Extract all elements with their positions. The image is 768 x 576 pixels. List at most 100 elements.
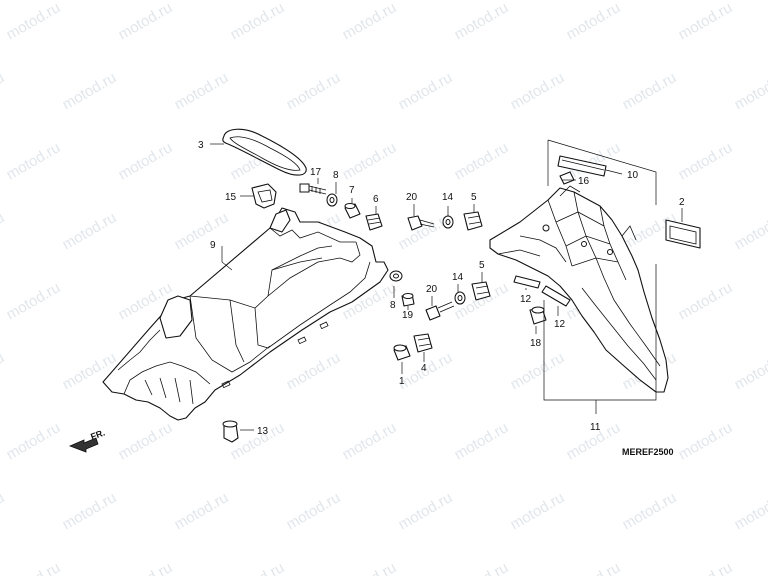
bolt-part-13	[222, 420, 239, 443]
watermark-text: motod.ru	[340, 139, 400, 183]
callout-16: 16	[578, 176, 590, 187]
callout-4: 4	[421, 363, 427, 374]
watermark-text: motod.ru	[340, 559, 400, 576]
front-direction-arrow	[68, 437, 99, 453]
callout-5-top: 5	[471, 192, 477, 203]
grommet-part-5-top	[463, 211, 483, 231]
bolt-part-20-top	[407, 215, 435, 231]
watermark-text: motod.ru	[620, 69, 680, 113]
watermark-text: motod.ru	[284, 69, 344, 113]
watermark-text: motod.ru	[0, 489, 7, 533]
watermark-text: motod.ru	[732, 349, 768, 393]
callout-7: 7	[349, 185, 355, 196]
watermark-text: motod.ru	[4, 0, 64, 43]
watermark-text: motod.ru	[4, 559, 64, 576]
watermark-text: motod.ru	[508, 69, 568, 113]
watermark-text: motod.ru	[508, 349, 568, 393]
rubber-band-part-3	[222, 128, 307, 176]
callout-17: 17	[310, 167, 322, 178]
watermark-text: motod.ru	[452, 139, 512, 183]
inner-fender-part-9	[102, 207, 389, 421]
watermark-text: motod.ru	[508, 489, 568, 533]
watermark-text: motod.ru	[340, 419, 400, 463]
nut-part-19	[401, 293, 415, 307]
reflector-bar-part-10	[557, 155, 607, 177]
callout-6: 6	[373, 194, 379, 205]
washer-part-8-mid	[389, 270, 403, 282]
watermark-text: motod.ru	[60, 489, 120, 533]
watermark-text: motod.ru	[284, 349, 344, 393]
callout-8-mid: 8	[390, 300, 396, 311]
watermark-text: motod.ru	[676, 419, 736, 463]
watermark-text: motod.ru	[60, 209, 120, 253]
callout-10: 10	[627, 170, 639, 181]
bolt-part-1	[393, 344, 411, 361]
watermark-text: motod.ru	[452, 0, 512, 43]
callout-18: 18	[530, 338, 542, 349]
watermark-text: motod.ru	[284, 489, 344, 533]
callout-5-mid: 5	[479, 260, 485, 271]
watermark-text: motod.ru	[116, 139, 176, 183]
bracket-part-11	[543, 139, 657, 414]
strip-part-12-left	[513, 275, 541, 289]
nut-part-18	[529, 306, 547, 325]
watermark-text: motod.ru	[0, 69, 7, 113]
watermark-text: motod.ru	[676, 139, 736, 183]
callout-19: 19	[402, 310, 414, 321]
watermark-text: motod.ru	[60, 69, 120, 113]
watermark-text: motod.ru	[732, 69, 768, 113]
callout-3: 3	[198, 140, 204, 151]
callout-11: 11	[590, 422, 601, 433]
watermark-text: motod.ru	[172, 489, 232, 533]
watermark-text: motod.ru	[564, 0, 624, 43]
watermark-text: motod.ru	[116, 0, 176, 43]
watermark-text: motod.ru	[452, 419, 512, 463]
watermark-text: motod.ru	[396, 69, 456, 113]
watermark-text: motod.ru	[564, 559, 624, 576]
watermark-text: motod.ru	[172, 69, 232, 113]
washer-part-14-top	[442, 215, 454, 229]
grommet-part-5-mid	[471, 281, 491, 301]
watermark-text: motod.ru	[0, 209, 7, 253]
watermark-text: motod.ru	[676, 0, 736, 43]
bolt-part-17	[299, 183, 327, 195]
watermark-text: motod.ru	[116, 559, 176, 576]
clip-part-15	[251, 183, 277, 209]
watermark-text: motod.ru	[396, 209, 456, 253]
rear-fender-part-11	[489, 185, 669, 393]
watermark-text: motod.ru	[340, 0, 400, 43]
leader-lines	[210, 143, 683, 431]
bolt-part-20-mid	[425, 301, 455, 321]
washer-part-14-mid	[454, 291, 466, 305]
callout-20-mid: 20	[426, 284, 438, 295]
front-indicator-label: FR.	[89, 428, 106, 442]
callout-14-mid: 14	[452, 272, 464, 283]
nut-part-4	[413, 333, 433, 353]
watermark-text: motod.ru	[4, 279, 64, 323]
callout-14-top: 14	[442, 192, 454, 203]
callout-2: 2	[679, 197, 685, 208]
grommet-part-6	[365, 213, 383, 231]
watermark-text: motod.ru	[732, 489, 768, 533]
callout-12-left: 12	[520, 294, 532, 305]
callout-12-right: 12	[554, 319, 566, 330]
callout-1: 1	[399, 376, 405, 387]
callout-20-top: 20	[406, 192, 418, 203]
callout-15: 15	[225, 192, 237, 203]
watermark-text: motod.ru	[620, 489, 680, 533]
washer-part-8-top	[326, 193, 338, 207]
watermark-text: motod.ru	[676, 279, 736, 323]
reflector-part-2	[665, 219, 701, 249]
callout-13: 13	[257, 426, 269, 437]
watermark-text: motod.ru	[452, 559, 512, 576]
watermark-text: motod.ru	[676, 559, 736, 576]
strip-part-12-right	[541, 285, 571, 307]
callout-9: 9	[210, 240, 216, 251]
watermark-text: motod.ru	[116, 419, 176, 463]
watermark-text: motod.ru	[0, 349, 7, 393]
watermark-text: motod.ru	[4, 139, 64, 183]
watermark-text: motod.ru	[396, 489, 456, 533]
callout-labels: 1 2 3 4 5 5 6 7 8 8 9 10 11 12 12 13 14 …	[89, 140, 685, 457]
